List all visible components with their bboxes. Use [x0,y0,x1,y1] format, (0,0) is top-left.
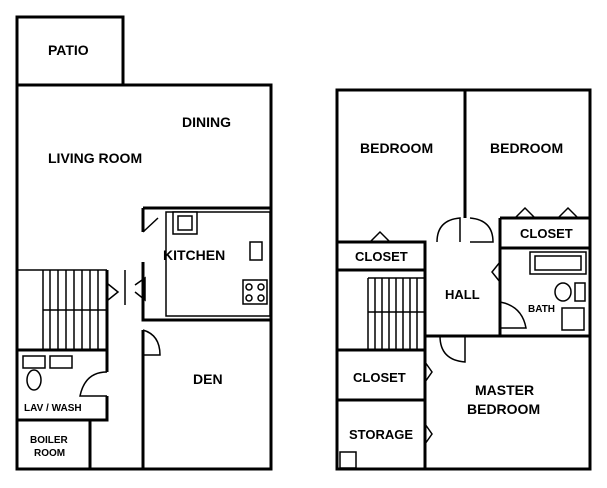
master-label-1: MASTER [475,382,534,398]
closet-left-walls [337,240,427,272]
lav-wash-label: LAV / WASH [24,403,82,414]
closet-left-door-icon [369,230,391,243]
second-floor-outline [335,88,592,471]
stove-icon [242,279,268,305]
first-floor: PATIO DINING LIVING ROOM KITCHEN DEN LAV… [15,15,273,471]
bedroom-right-door-icon [469,217,494,243]
burner-icon [257,294,265,302]
burner-icon [245,283,253,291]
second-floor: BEDROOM BEDROOM CLOSET CLOSET HALL BATH … [335,88,592,471]
bedroom-right-label: BEDROOM [490,140,563,156]
den-label: DEN [193,371,223,387]
boiler-walls [17,418,92,469]
den-door-icon [142,329,161,356]
kitchen-pantry-door-icon [134,276,146,302]
dryer-icon [49,355,73,369]
closet-lower-door-icon [424,361,433,383]
dining-label: DINING [182,114,231,130]
boiler-label-1: BOILER [30,435,69,446]
bath-closet-door-icon [491,261,501,283]
kitchen-label: KITCHEN [163,247,225,263]
storage-door-icon [424,423,433,445]
boiler-label-2: ROOM [34,448,65,459]
toilet-tank-icon [574,282,586,302]
burner-icon [257,283,265,291]
bath-sink-icon [561,307,585,331]
kitchen-walls [141,206,271,322]
hall-label: HALL [445,287,480,302]
master-door-icon [439,335,466,363]
storage-fixture-icon [339,451,357,469]
master-walls [423,334,590,469]
bath-door-icon [499,301,527,329]
fridge-inner [177,215,193,231]
master-label-2: BEDROOM [467,401,540,417]
closet-right-label: CLOSET [520,226,573,241]
bath-label: BATH [528,304,555,315]
sink-icon [249,241,263,261]
storage-label: STORAGE [349,427,413,442]
closet-lower-label: CLOSET [353,370,406,385]
lav-door-icon [79,371,108,397]
second-floor-stairs [337,270,427,352]
bath-toilet-icon [554,282,572,302]
first-floor-stairs [17,269,109,352]
stair-closet-door-icon [107,270,126,305]
kitchen-door-icon [142,217,159,233]
washer-icon [22,355,46,369]
patio-label: PATIO [48,42,89,58]
bathtub-inner [534,255,582,271]
kitchen-counter [165,211,271,317]
first-floor-outline [15,83,273,471]
burner-icon [245,294,253,302]
toilet-icon [26,369,42,391]
bedroom-left-label: BEDROOM [360,140,433,156]
closet-right-door-icon [514,206,579,219]
closet-left-label: CLOSET [355,249,408,264]
living-room-label: LIVING ROOM [48,150,142,166]
bedroom-left-door-icon [436,217,461,243]
